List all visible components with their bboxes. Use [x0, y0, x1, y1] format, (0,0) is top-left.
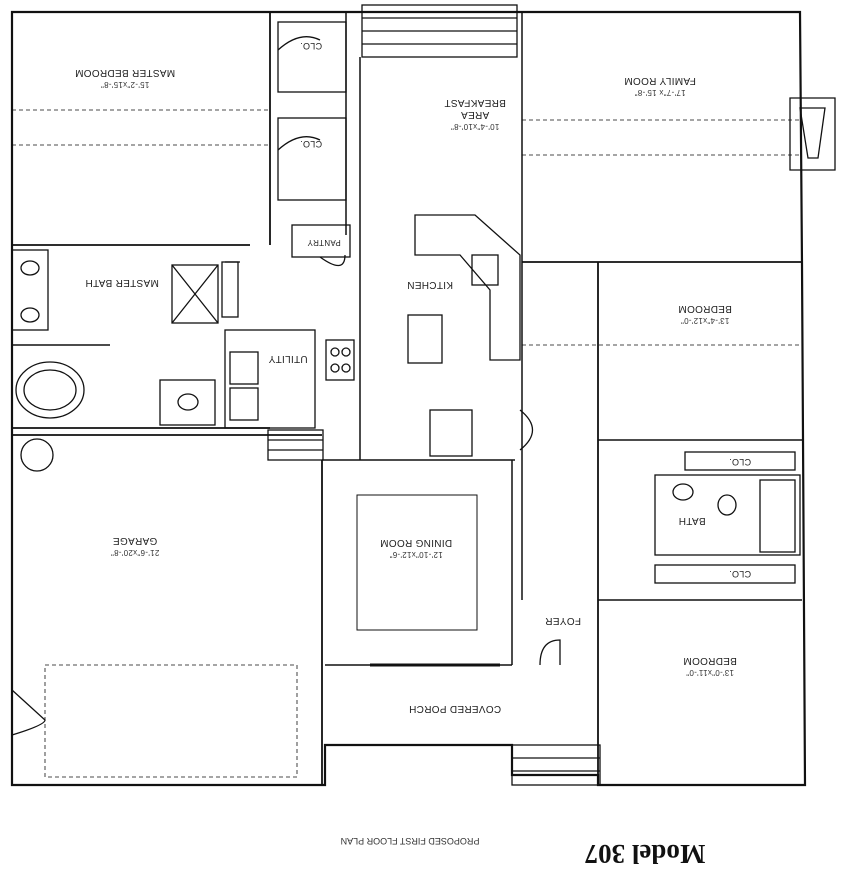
water-heater	[20, 438, 54, 472]
closet-label-4: CLO.	[728, 569, 752, 579]
kitchen-sink	[471, 254, 499, 286]
kitchen-label: KITCHEN	[407, 279, 453, 290]
breakfast-label: 10'-4"x10'-8" AREA BREAKFAST	[420, 96, 530, 132]
bedroom-upper-name: BEDROOM	[678, 303, 732, 314]
utility-label: UTILITY	[268, 353, 308, 364]
closet-right-lower	[654, 564, 796, 584]
dining-label: 12'-10"x12'-6" DINING ROOM	[356, 536, 476, 560]
master-bedroom-name: MASTER BEDROOM	[74, 67, 176, 78]
model-title: Model 307	[584, 839, 706, 869]
front-steps	[511, 744, 601, 786]
bath-tub	[759, 479, 796, 553]
dining-name: DINING ROOM	[379, 537, 453, 548]
shower	[171, 264, 219, 324]
breakfast-line1: BREAKFAST	[444, 97, 506, 108]
bedroom-upper-dims: 13'-4"x12'-0"	[680, 316, 730, 325]
closet-lower	[277, 117, 347, 201]
plan-caption: PROPOSED FIRST FLOOR PLAN	[340, 836, 480, 846]
fireplace	[789, 97, 836, 171]
master-tub	[15, 361, 85, 419]
breakfast-dims: 10'-4"x10'-8"	[450, 122, 500, 131]
kitchen-island	[407, 314, 443, 364]
sink-1	[20, 260, 40, 276]
exterior-wall	[10, 10, 807, 787]
closet-right-upper	[684, 451, 796, 471]
closet-label-3: CLO.	[728, 457, 752, 467]
kitchen-counter	[414, 214, 521, 361]
closet-upper	[277, 21, 347, 93]
bath-label: BATH	[678, 515, 706, 526]
bedroom-upper-label: 13'-4"x12'-0" BEDROOM	[650, 302, 760, 326]
garage-name: GARAGE	[112, 535, 158, 546]
garage-door-swing	[11, 688, 46, 736]
sink-2	[20, 307, 40, 323]
refrigerator	[429, 409, 473, 457]
master-bedroom-dims: 15'-2"x15'-8"	[100, 80, 150, 89]
dryer	[229, 387, 259, 421]
garage-parking	[44, 664, 298, 778]
master-bath-label: MASTER BATH	[85, 277, 159, 288]
closet-label-2: CLO.	[299, 139, 323, 149]
master-bedroom-label: 15'-2"x15'-8" MASTER BEDROOM	[55, 66, 195, 90]
covered-porch-label: COVERED PORCH	[408, 703, 502, 714]
washer	[229, 351, 259, 385]
family-room-label: 17'-7"x 15'-8" FAMILY ROOM	[590, 74, 730, 98]
dining-rug	[356, 494, 478, 631]
bedroom-lower-label: 13'-0"x11'-0" BEDROOM	[655, 654, 765, 678]
toilet-room	[159, 379, 216, 426]
family-room-name: FAMILY ROOM	[624, 75, 696, 86]
bath-room	[654, 474, 801, 556]
breakfast-line2: AREA	[460, 109, 490, 120]
utility-room	[224, 329, 316, 429]
bedroom-lower-dims: 13'-0"x11'-0"	[685, 668, 735, 677]
foyer-label: FOYER	[545, 615, 581, 626]
pantry-label: PANTRY	[307, 238, 341, 247]
dining-dims: 12'-10"x12'-6"	[389, 550, 443, 559]
bedroom-lower-name: BEDROOM	[683, 655, 737, 666]
family-room-dims: 17'-7"x 15'-8"	[634, 88, 686, 97]
garage-dims: 21'-6"x20'-8"	[110, 548, 160, 557]
garage-label: 21'-6"x20'-8" GARAGE	[80, 534, 190, 558]
closet-label-1: CLO.	[299, 41, 323, 51]
range	[325, 339, 355, 381]
